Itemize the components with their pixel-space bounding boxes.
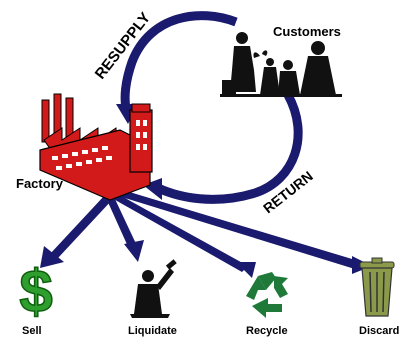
- svg-text:$: $: [19, 258, 52, 325]
- auctioneer-silhouette-icon: [130, 259, 177, 318]
- return-arrow: [156, 92, 303, 204]
- arrow-to-recycle: [110, 193, 248, 272]
- people-silhouette-icon: [220, 32, 342, 97]
- factory-label: Factory: [16, 176, 63, 191]
- sell-label: Sell: [22, 325, 42, 337]
- recycle-label: Recycle: [246, 325, 288, 337]
- arrow-to-sell: [50, 196, 112, 258]
- recycle-icon: [246, 272, 288, 318]
- factory-icon: [39, 93, 153, 201]
- arrow-to-liquidate: [107, 199, 138, 251]
- discard-label: Discard: [359, 325, 400, 337]
- trash-bin-icon: [359, 257, 395, 317]
- liquidate-label: Liquidate: [128, 325, 177, 337]
- customers-label: Customers: [273, 24, 341, 39]
- distribution-lines: [40, 188, 372, 278]
- dollar-sign-icon: $: [19, 257, 54, 326]
- resupply-arrow: [120, 11, 238, 109]
- arrow-to-discard: [112, 188, 362, 270]
